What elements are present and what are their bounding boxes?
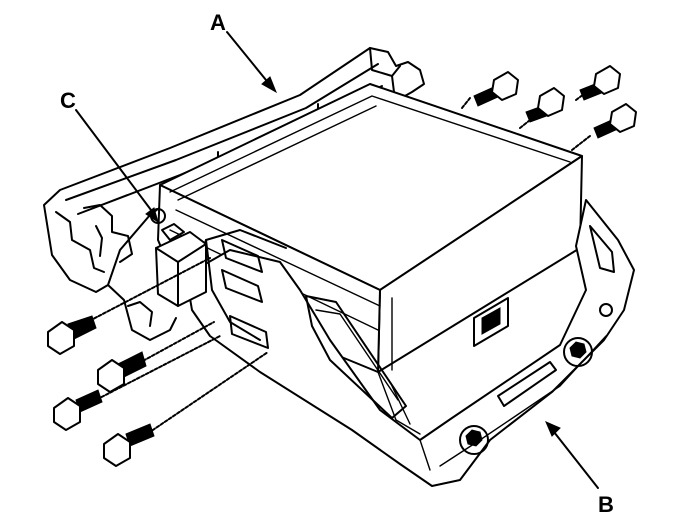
callout-c: C	[60, 88, 159, 224]
bracket-b	[185, 199, 635, 487]
screw-left-2	[97, 321, 215, 393]
screw-right-4	[571, 103, 637, 151]
callout-c-label: C	[60, 88, 76, 113]
weld-nut-left	[459, 425, 489, 455]
weld-nut-right	[563, 337, 593, 367]
callout-b: B	[545, 421, 614, 517]
connector-c	[150, 208, 207, 307]
callout-a: A	[210, 10, 277, 94]
callout-b-label: B	[598, 492, 614, 517]
screw-left-3	[53, 335, 221, 431]
screw-left-4	[103, 351, 269, 467]
screw-left-1	[47, 257, 211, 355]
screw-right-2	[519, 87, 565, 129]
screw-right-3	[575, 65, 621, 101]
screw-right-1	[461, 71, 519, 109]
callout-a-label: A	[210, 10, 226, 35]
